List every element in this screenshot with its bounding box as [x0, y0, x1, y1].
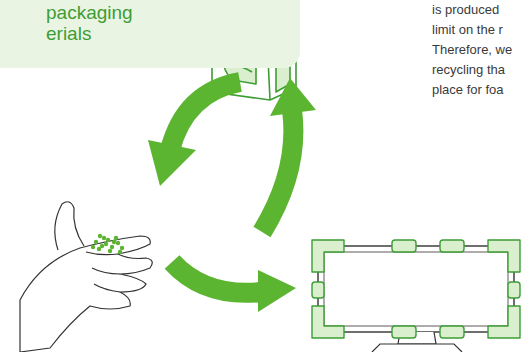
body-text: Therefore, we	[432, 40, 512, 60]
section-heading-box: packaging erials	[0, 0, 300, 68]
hand-with-pellets	[20, 202, 152, 352]
monitor-with-corner-pads	[312, 240, 520, 352]
cycle-arrow	[262, 78, 316, 232]
cycle-arrow	[172, 262, 296, 312]
cycle-arrow	[148, 82, 240, 186]
body-text: place for foa	[432, 80, 504, 100]
body-text: recycling tha	[432, 60, 505, 80]
plastic-pellets	[91, 234, 124, 254]
body-text: limit on the r	[432, 20, 503, 40]
body-text: is produced	[432, 0, 499, 20]
section-heading: packaging erials	[46, 2, 156, 44]
